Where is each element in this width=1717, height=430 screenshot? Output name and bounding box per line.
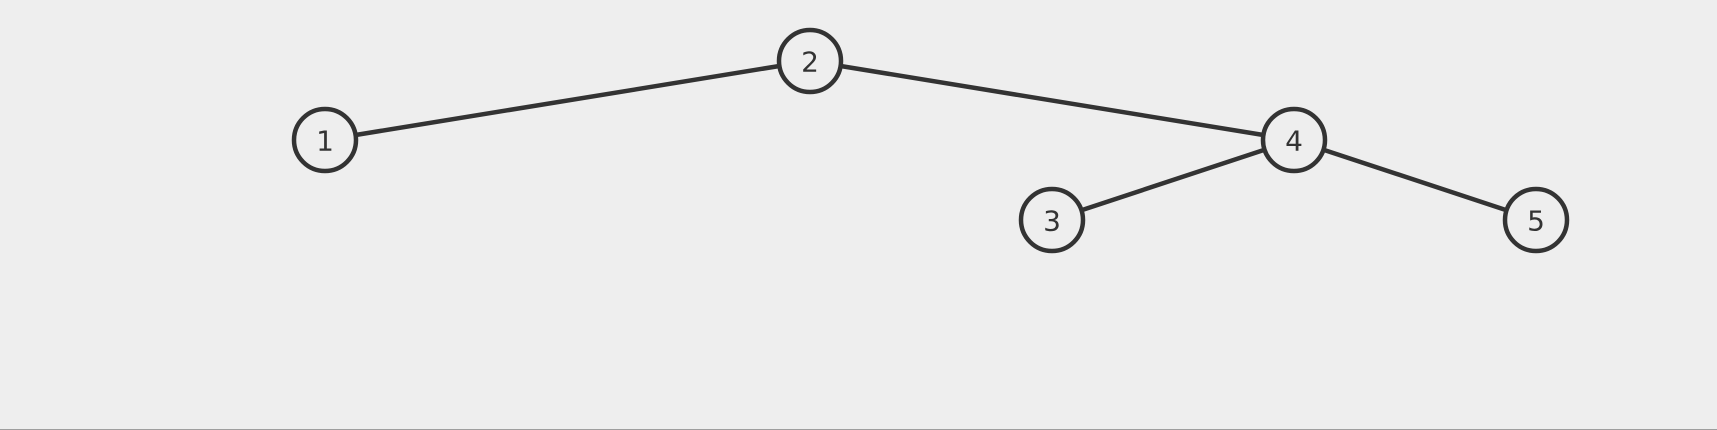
node-3-label: 3 [1043,205,1061,238]
node-2-label: 2 [801,46,819,79]
node-5-label: 5 [1527,205,1545,238]
edge-2-4 [840,63,1264,138]
node-3-circle [1018,186,1086,254]
node-1-label: 1 [316,125,334,158]
edges-layer [355,63,1508,213]
node-4-circle [1260,106,1328,174]
edge-4-5 [1322,147,1508,213]
edge-2-1 [355,63,780,138]
node-5: 5 [1502,186,1570,254]
node-4: 4 [1260,106,1328,174]
node-3: 3 [1018,186,1086,254]
node-2: 2 [776,27,844,95]
edge-4-3 [1080,147,1266,213]
nodes-layer: 1 2 3 4 5 [291,27,1570,254]
node-5-circle [1502,186,1570,254]
node-4-label: 4 [1285,125,1303,158]
node-2-circle [776,27,844,95]
node-1-circle [291,106,359,174]
node-1: 1 [291,106,359,174]
